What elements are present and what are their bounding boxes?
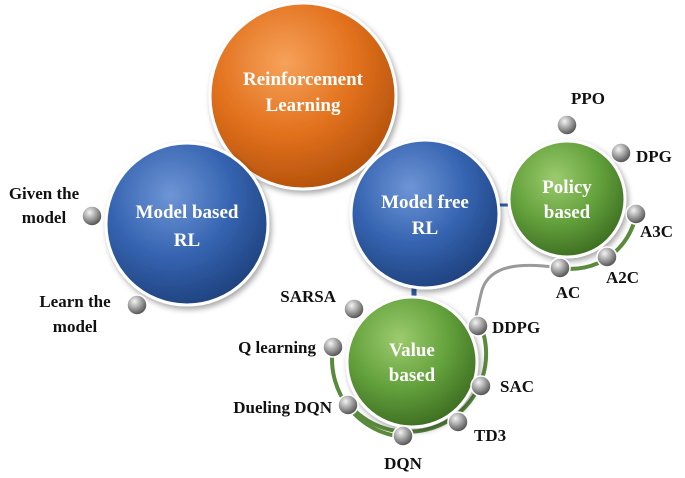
leaf-ddpg: DDPG xyxy=(492,318,540,337)
leaf-dueling-dqn: Dueling DQN xyxy=(233,398,332,417)
leaf-q-learning: Q learning xyxy=(238,338,316,357)
bead-td3 xyxy=(447,411,469,433)
node-value-based: Value based xyxy=(345,295,479,429)
node-modelfree-line2: RL xyxy=(412,218,438,239)
bead-learn-model xyxy=(126,294,148,316)
node-value-line1: Value xyxy=(389,340,435,361)
leaf-given-model-line1: Given the xyxy=(9,184,80,203)
leaf-learn-model-line1: Learn the xyxy=(39,292,111,311)
leaf-dqn: DQN xyxy=(384,454,423,473)
node-modelbased-line2: RL xyxy=(174,230,200,251)
bead-ppo xyxy=(556,114,578,136)
node-root-line2: Learning xyxy=(266,95,341,116)
leaf-ppo: PPO xyxy=(571,89,605,108)
node-modelbased-line1: Model based xyxy=(136,202,239,223)
node-value-line2: based xyxy=(389,365,436,386)
node-model-based-rl: Model based RL xyxy=(104,141,270,307)
node-policy-line1: Policy xyxy=(542,177,592,198)
leaf-given-model-line2: model xyxy=(22,208,67,227)
leaf-beads xyxy=(81,114,647,447)
node-policy-based: Policy based xyxy=(507,139,627,259)
leaf-td3: TD3 xyxy=(474,426,506,445)
connector-ac-ddpg xyxy=(472,263,561,327)
bead-q-learning xyxy=(322,336,344,358)
leaf-learn-model-line2: model xyxy=(53,317,98,336)
bead-ddpg xyxy=(467,315,489,337)
bead-ac xyxy=(549,257,571,279)
leaf-a2c: A2C xyxy=(606,268,639,287)
node-modelfree-line1: Model free xyxy=(381,192,469,213)
bead-given-model xyxy=(81,205,103,227)
node-reinforcement-learning: Reinforcement Learning xyxy=(208,1,398,191)
bead-dpg xyxy=(610,142,632,164)
bead-sarsa xyxy=(343,298,365,320)
bead-dueling-dqn xyxy=(337,394,359,416)
leaf-dpg: DPG xyxy=(636,147,672,166)
leaf-sarsa: SARSA xyxy=(280,287,336,306)
leaf-ac: AC xyxy=(556,283,581,302)
bead-sac xyxy=(470,375,492,397)
node-root-line1: Reinforcement xyxy=(243,69,364,90)
node-model-free-rl: Model free RL xyxy=(349,138,501,290)
node-policy-line2: based xyxy=(544,202,591,223)
bead-a3c xyxy=(625,203,647,225)
bead-a2c xyxy=(596,246,618,268)
leaf-sac: SAC xyxy=(500,377,534,396)
bead-dqn xyxy=(392,425,414,447)
leaf-a3c: A3C xyxy=(640,222,673,241)
